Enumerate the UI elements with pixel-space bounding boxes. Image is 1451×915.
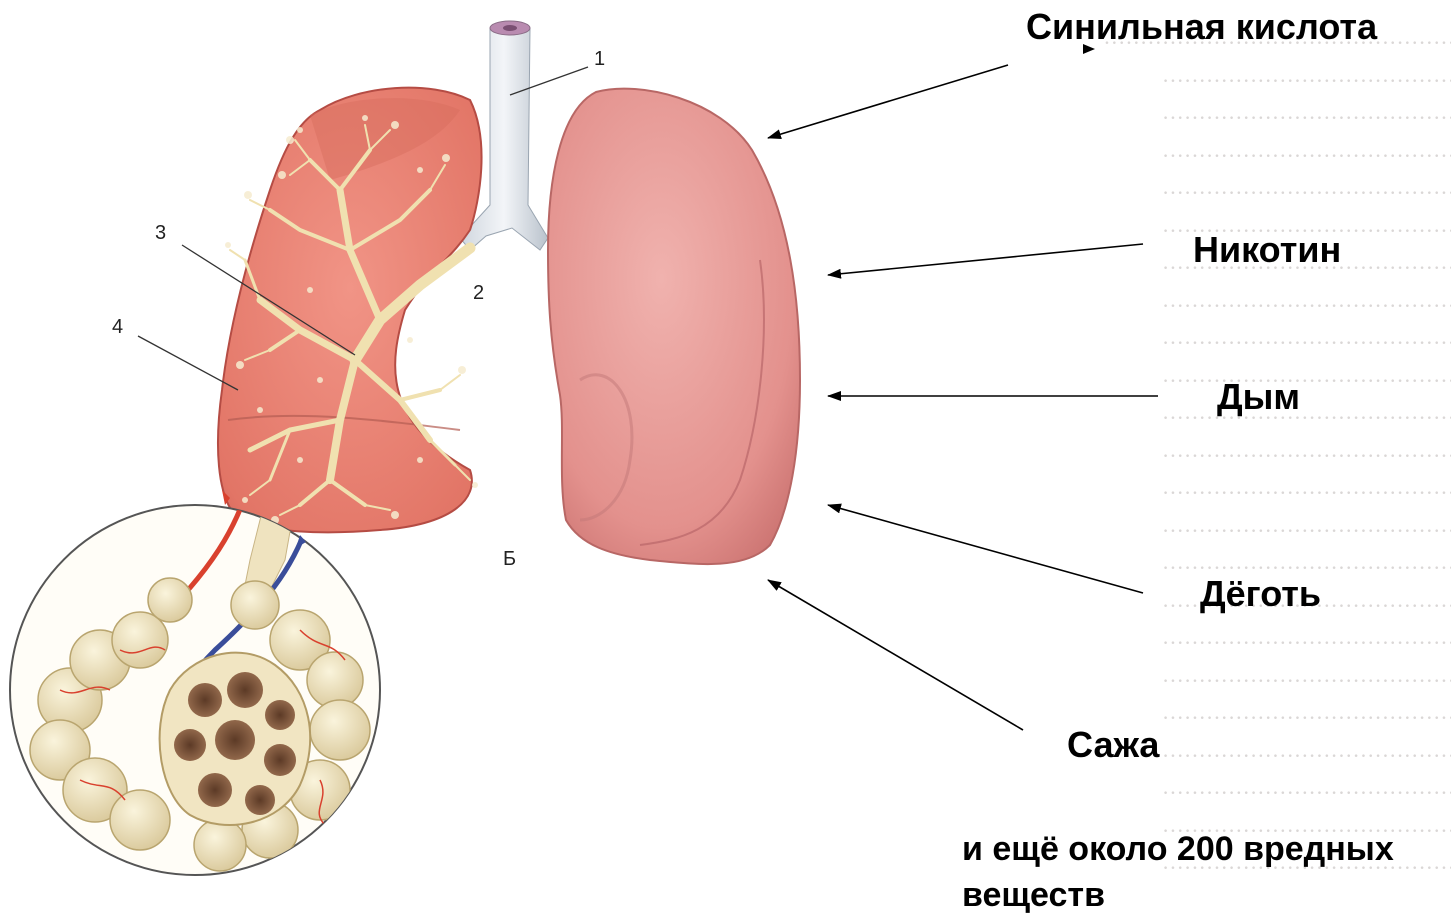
footnote-line-2: веществ [962,876,1105,915]
arrow-tar [828,505,1143,593]
arrow-nicotine [828,244,1143,275]
label-soot: Сажа [1067,724,1159,766]
label-arrows [768,65,1158,730]
arrow-hydrocyanic-acid [768,65,1008,138]
figure-number-3: 3 [155,222,166,245]
figure-letter-b: Б [503,548,516,571]
lung-outer [548,89,800,564]
figure-number-2: 2 [473,282,484,305]
figure-number-4: 4 [112,316,123,339]
arrow-soot [768,580,1023,730]
label-nicotine: Никотин [1193,229,1341,271]
label-tar: Дёготь [1200,573,1321,615]
figure-number-1: 1 [594,48,605,71]
label-hydrocyanic-acid: Синильная кислота [1026,6,1377,48]
footnote-line-1: и ещё около 200 вредных [962,830,1394,869]
label-smoke: Дым [1217,376,1300,418]
